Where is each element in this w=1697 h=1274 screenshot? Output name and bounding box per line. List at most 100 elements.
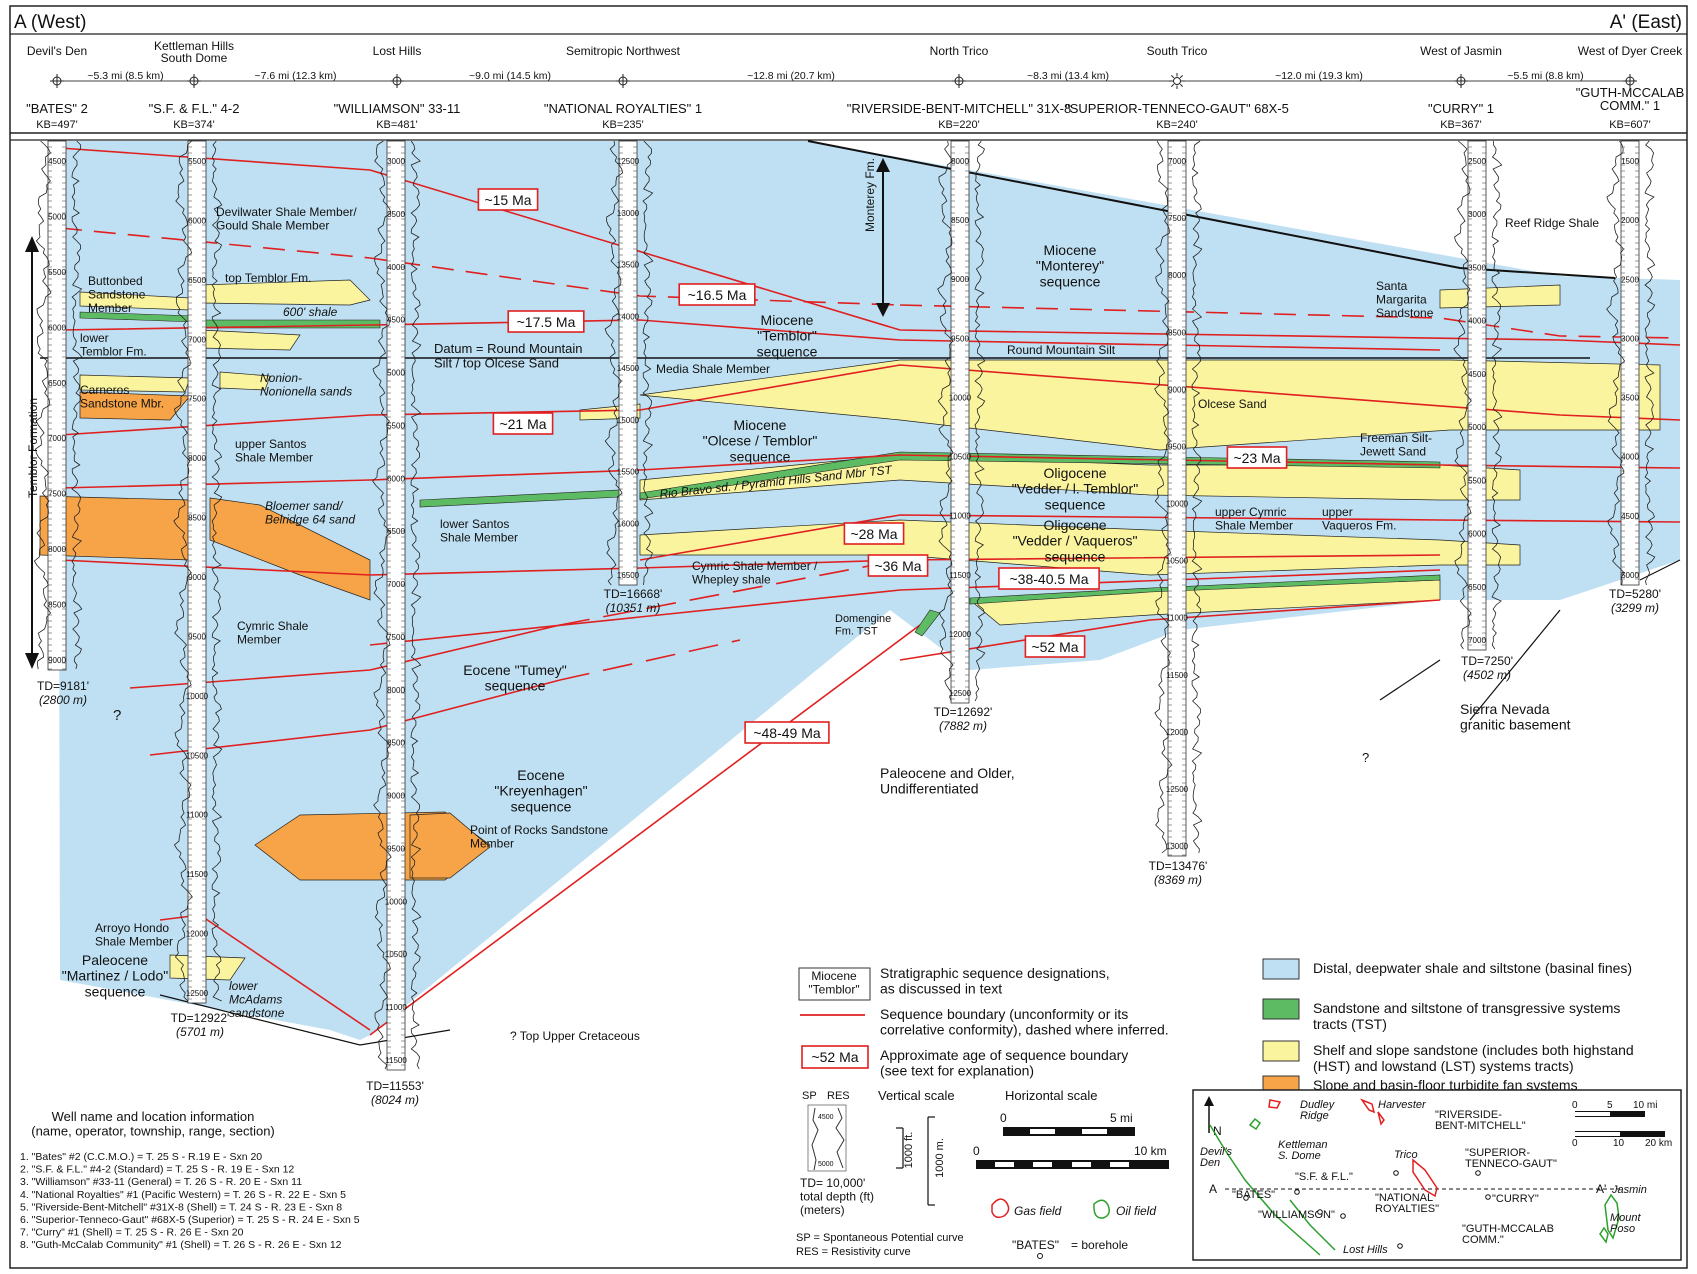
legend: Miocene"Temblor" Stratigraphic sequence …	[796, 958, 1634, 1259]
depth-tick-8-1: 2000	[1621, 216, 1639, 225]
depth-tick-5-2: 9000	[951, 275, 969, 284]
age-box-10	[744, 721, 830, 744]
depth-tick-7-5: 5000	[1468, 423, 1486, 432]
map-label-9: A	[1209, 1182, 1217, 1196]
depth-ticks-layer: 4500500055006000650070007500800085009000…	[48, 157, 1639, 1065]
map-borehole-7	[1317, 1209, 1323, 1215]
boundary-21	[59, 364, 1681, 436]
map-borehole-8	[1397, 1243, 1403, 1249]
depth-tick-3-6: 6000	[387, 474, 405, 483]
depth-tick-6-10: 12000	[1166, 728, 1189, 737]
depth-tick-8-4: 3500	[1621, 394, 1639, 403]
depth-tick-6-6: 10000	[1166, 500, 1189, 509]
well-distance-7: ~5.5 mi (8.8 km)	[1507, 70, 1583, 82]
td-feet-7: TD=7250'	[1461, 654, 1513, 668]
depth-tick-7-0: 2500	[1468, 157, 1486, 166]
well-distance-1: ~5.3 mi (8.5 km)	[87, 70, 163, 82]
depth-tick-6-0: 7000	[1168, 157, 1186, 166]
well-name-2: "S.F. & F.L." 4-2	[149, 101, 240, 116]
well-name-7: "CURRY" 1	[1428, 101, 1494, 116]
depth-tick-1-5: 7000	[48, 434, 66, 443]
depth-tick-5-4: 10000	[949, 393, 972, 402]
depth-tick-3-11: 8500	[387, 739, 405, 748]
vertical-scale-title: Vertical scale	[878, 1088, 955, 1103]
td-meters-1: (2800 m)	[39, 693, 87, 707]
well-name-5: "RIVERSIDE-BENT-MITCHELL" 31X-8	[847, 101, 1072, 116]
map-label-2: Harvester	[1378, 1099, 1427, 1111]
td-feet-1: TD=9181'	[37, 679, 89, 693]
depth-tick-1-1: 5000	[48, 212, 66, 221]
boundary-tumey	[129, 624, 561, 689]
depth-tick-3-8: 7000	[387, 580, 405, 589]
depth-tick-3-1: 3500	[387, 210, 405, 219]
depth-tick-3-5: 5500	[387, 421, 405, 430]
map-label-18: Lost Hills	[1343, 1244, 1388, 1256]
kreyenhagen-sequence-label: Eocene"Kreyenhagen"sequence	[494, 767, 587, 814]
map-label-3: "RIVERSIDE-BENT-MITCHELL"	[1435, 1109, 1526, 1132]
fill-swatch-1	[1262, 958, 1300, 980]
depth-tick-7-6: 5500	[1468, 476, 1486, 485]
map-label-7: "SUPERIOR-TENNECO-GAUT"	[1465, 1147, 1557, 1170]
depth-tick-2-6: 8500	[188, 514, 206, 523]
monterey-fm-label: Monterey Fm.	[863, 158, 877, 232]
map-borehole-1	[1294, 1189, 1300, 1195]
td-meters-7: (4502 m)	[1463, 668, 1511, 682]
question-mark-west: ?	[113, 707, 121, 724]
well-kb-5: KB=220'	[938, 119, 980, 131]
age-label-5: ~23 Ma	[1233, 450, 1280, 466]
basement-line-3	[1379, 659, 1441, 701]
depth-tick-6-11: 12500	[1166, 785, 1189, 794]
depth-tick-6-7: 10500	[1166, 557, 1189, 566]
bloemer-fan-east	[209, 497, 371, 601]
map-scale-0a: 0	[1572, 1100, 1578, 1111]
depth-tick-2-9: 10000	[186, 692, 209, 701]
depth-tick-1-6: 7500	[48, 490, 66, 499]
depth-tick-1-4: 6500	[48, 379, 66, 388]
total-depth-layer: TD=9181'(2800 m)TD=12922'(5701 m)TD=1155…	[37, 587, 1661, 1107]
depth-tick-6-9: 11500	[1166, 671, 1188, 680]
legend-sp-label: SP	[802, 1090, 817, 1102]
age-boxes-layer: ~15 Ma~16.5 Ma~17.5 Ma~21 Ma~23 Ma~28 Ma…	[477, 188, 1288, 744]
vertical-scale-ft: 1000 ft.	[903, 1132, 915, 1169]
depth-tick-4-5: 15000	[617, 416, 640, 425]
td-meters-4: (10351 m)	[606, 601, 661, 615]
td-meters-5: (7882 m)	[939, 719, 987, 733]
well-name-4: "NATIONAL ROYALTIES" 1	[544, 101, 702, 116]
depth-tick-5-5: 10500	[949, 453, 972, 462]
age-label-8: ~38-40.5 Ma	[1010, 571, 1089, 587]
map-borehole-3	[1485, 1194, 1491, 1200]
well-info: Well name and location information(name,…	[20, 1109, 360, 1251]
td-meters-8: (3299 m)	[1611, 601, 1659, 615]
well-kb-6: KB=240'	[1156, 119, 1198, 131]
depth-tick-6-2: 8000	[1168, 271, 1186, 280]
depth-tick-2-2: 6500	[188, 276, 206, 285]
age-box-7	[867, 554, 929, 577]
fill-swatch-3	[1262, 1040, 1300, 1062]
fill-label-4: Slope and basin-floor turbidite fan syst…	[1313, 1077, 1578, 1093]
round-mountain-label: Round Mountain Silt	[1007, 343, 1116, 357]
depth-tick-7-3: 4000	[1468, 317, 1486, 326]
td-meters-2: (5701 m)	[176, 1025, 224, 1039]
well-location-8: West of Dyer Creek	[1578, 44, 1683, 58]
depth-tick-1-3: 6000	[48, 323, 66, 332]
legend-age-box	[801, 1045, 869, 1069]
base-line-west	[159, 994, 451, 1046]
boundary-17-5	[59, 319, 1441, 351]
depth-tick-8-7: 5000	[1621, 571, 1639, 580]
olcese-sand-band	[639, 359, 1661, 451]
depth-tick-5-6: 11000	[949, 512, 971, 521]
map-scale-0b: 0	[1572, 1138, 1578, 1149]
tumey-sequence-label: Eocene "Tumey"sequence	[463, 662, 567, 694]
depth-tick-5-1: 8500	[951, 216, 969, 225]
devilwater-label: Devilwater Shale Member/Gould Shale Memb…	[216, 205, 357, 232]
depth-tick-7-1: 3000	[1468, 210, 1486, 219]
well-location-1: Devil's Den	[27, 44, 87, 58]
